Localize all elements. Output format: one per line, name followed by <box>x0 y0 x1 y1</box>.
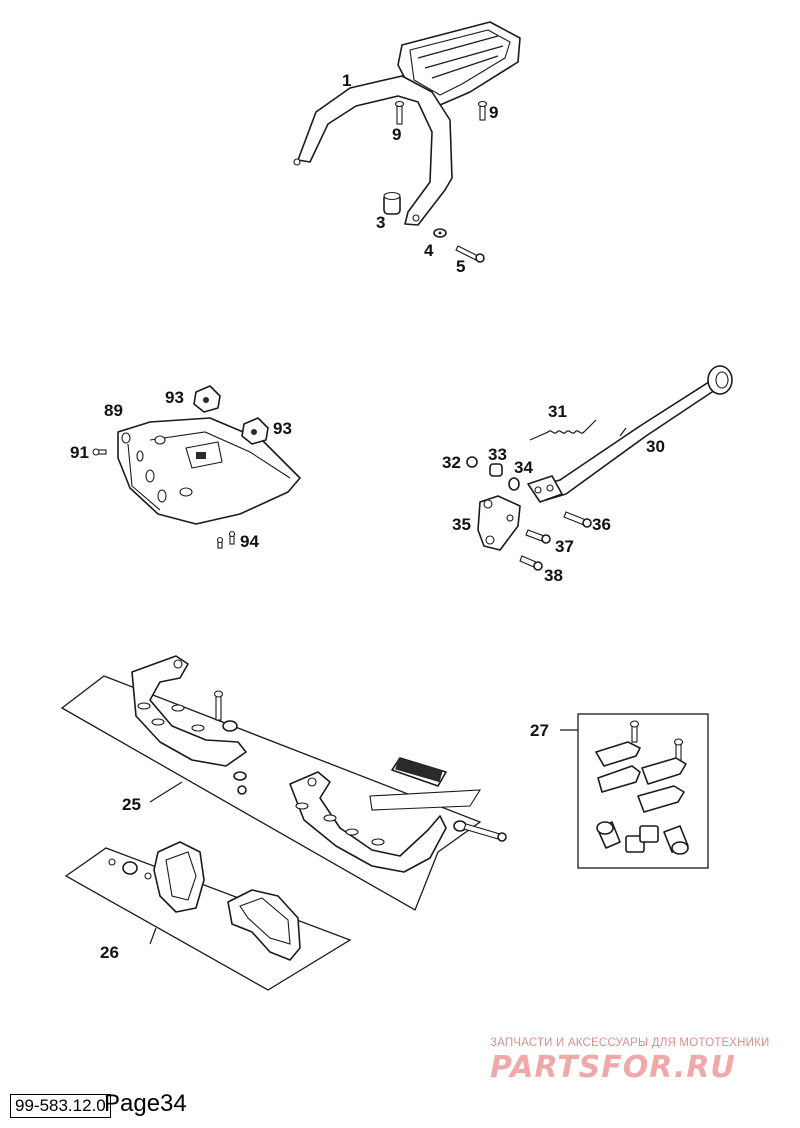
screw-9-left[interactable] <box>394 100 405 125</box>
kit-outline-25 <box>60 675 482 911</box>
mount-93-right[interactable] <box>241 417 269 445</box>
callout-94: 94 <box>240 532 259 551</box>
callout-93-top: 93 <box>165 388 184 407</box>
callout-91: 91 <box>70 443 89 462</box>
callout-33: 33 <box>488 445 507 464</box>
guard-bolt-left[interactable] <box>213 690 224 721</box>
callout-31: 31 <box>548 402 567 421</box>
leader-26 <box>149 927 157 945</box>
watermark-logo: PARTSFOR.RU <box>490 1050 736 1085</box>
clamp-plate-1[interactable] <box>595 741 641 767</box>
clamp-plate-4[interactable] <box>637 785 685 813</box>
callout-3: 3 <box>376 213 385 232</box>
hand-guard-left[interactable] <box>131 655 247 767</box>
spring-31[interactable] <box>529 419 597 441</box>
page-label: Page34 <box>104 1090 187 1117</box>
bolt-5[interactable] <box>455 245 485 263</box>
bar-end-insert-3[interactable] <box>639 825 659 843</box>
callout-30: 30 <box>646 437 665 456</box>
side-stand-group: 31 30 32 33 34 35 36 37 38 <box>442 365 733 585</box>
callout-35: 35 <box>452 515 471 534</box>
mount-93-top[interactable] <box>193 385 221 413</box>
hand-guard-right[interactable] <box>289 771 447 873</box>
nut-32[interactable] <box>466 456 478 468</box>
bolt-36[interactable] <box>563 511 592 528</box>
screw-94[interactable] <box>216 530 236 549</box>
bar-end-insert-1[interactable] <box>596 821 621 849</box>
callout-93-right: 93 <box>273 419 292 438</box>
bolt-38[interactable] <box>519 555 543 571</box>
callout-32: 32 <box>442 453 461 472</box>
rack-bracket[interactable] <box>297 75 453 226</box>
bushing-33[interactable] <box>489 463 503 477</box>
callout-34: 34 <box>514 458 533 477</box>
callout-5: 5 <box>456 257 465 276</box>
callout-1: 1 <box>342 71 351 90</box>
screw-9-right[interactable] <box>477 100 488 121</box>
hand-guard-group: 25 <box>60 655 507 911</box>
washer-34[interactable] <box>508 477 520 491</box>
callout-9-left: 9 <box>392 125 401 144</box>
clamp-bolt-a[interactable] <box>629 720 640 743</box>
skid-plate-group: 89 93 93 91 94 <box>70 385 301 551</box>
watermark-tagline: ЗАПЧАСТИ И АКСЕССУАРЫ ДЛЯ МОТОТЕХНИКИ <box>490 1037 770 1049</box>
callout-9-right: 9 <box>489 103 498 122</box>
spacer-3[interactable] <box>383 191 401 215</box>
callout-37: 37 <box>555 537 574 556</box>
side-stand[interactable] <box>537 379 719 501</box>
clamp-plate-2[interactable] <box>597 765 641 793</box>
callout-4: 4 <box>424 241 434 260</box>
kit-box-27 <box>577 713 709 869</box>
callout-89: 89 <box>104 401 123 420</box>
luggage-rack-group: 1 9 9 3 4 5 <box>293 21 521 276</box>
callout-25: 25 <box>122 795 141 814</box>
clamp-plate-3[interactable] <box>641 757 687 785</box>
leader-25 <box>149 781 183 803</box>
callout-36: 36 <box>592 515 611 534</box>
callout-27: 27 <box>530 721 549 740</box>
kit-outline-26 <box>64 847 352 991</box>
guard-bolt-right[interactable] <box>453 820 507 842</box>
bolt-37[interactable] <box>525 529 551 544</box>
screw-91[interactable] <box>92 448 107 456</box>
watermark: ЗАПЧАСТИ И АКСЕССУАРЫ ДЛЯ МОТОТЕХНИКИ PA… <box>490 1037 770 1085</box>
guard-cover-group: 26 <box>64 841 352 991</box>
clamp-bolt-b[interactable] <box>673 738 684 761</box>
clamp-kit-group: 27 <box>530 713 709 869</box>
callout-38: 38 <box>544 566 563 585</box>
catalog-code: 99-583.12.0 <box>10 1094 111 1118</box>
callout-26: 26 <box>100 943 119 962</box>
bar-end-insert-4[interactable] <box>663 825 689 855</box>
